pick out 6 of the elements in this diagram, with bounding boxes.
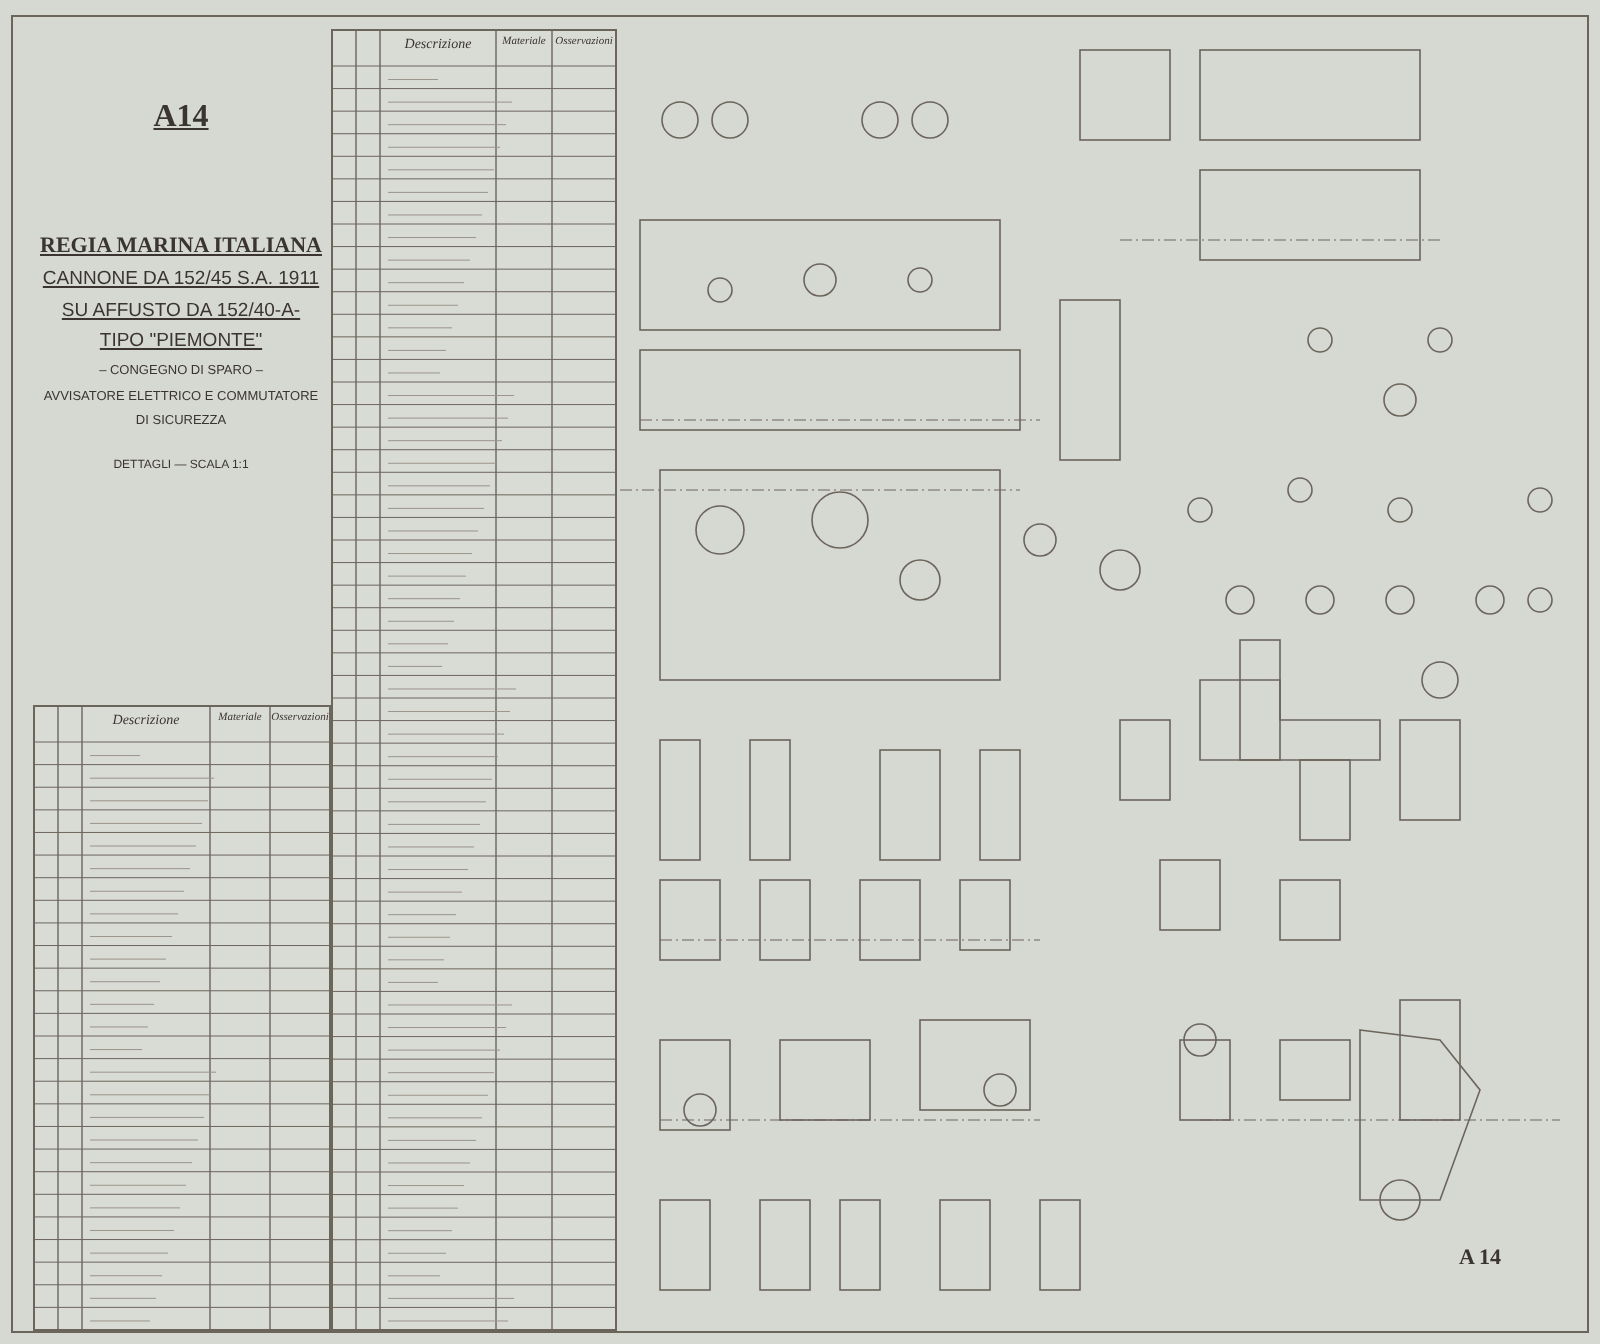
title-text: REGIA MARINA ITALIANA	[38, 234, 324, 258]
title-text: CANNONE DA 152/45 S.A. 1911	[40, 268, 322, 290]
title-text: TIPO "PIEMONTE"	[97, 330, 265, 352]
drawing-number: A14	[151, 100, 211, 136]
drawing-number: A 14	[1456, 1246, 1504, 1270]
title-text: SU AFFUSTO DA 152/40-A-	[59, 300, 303, 322]
